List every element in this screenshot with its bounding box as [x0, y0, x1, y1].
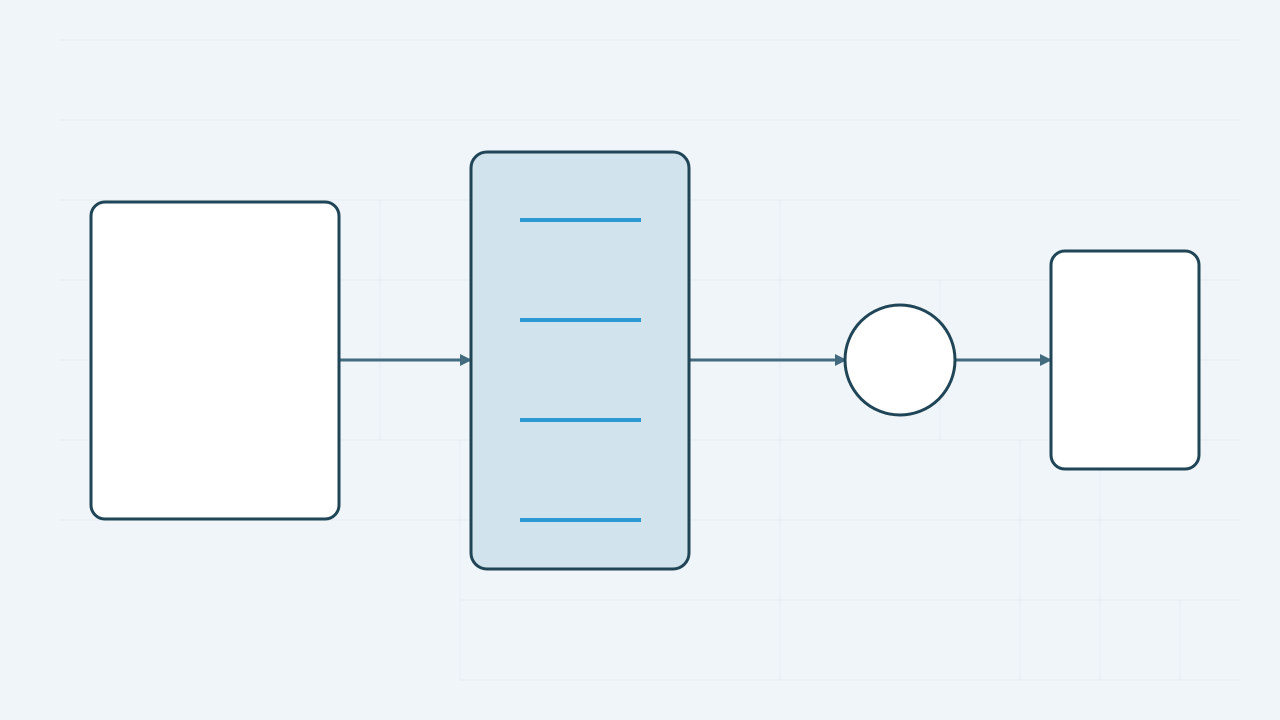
- target-node: [1049, 249, 1201, 471]
- node-layer: [89, 150, 1201, 571]
- stack-node: [469, 150, 691, 571]
- stack-container: [469, 150, 691, 571]
- junction-node: [843, 303, 957, 417]
- stack-slots: [520, 218, 641, 522]
- source-node: [89, 200, 341, 521]
